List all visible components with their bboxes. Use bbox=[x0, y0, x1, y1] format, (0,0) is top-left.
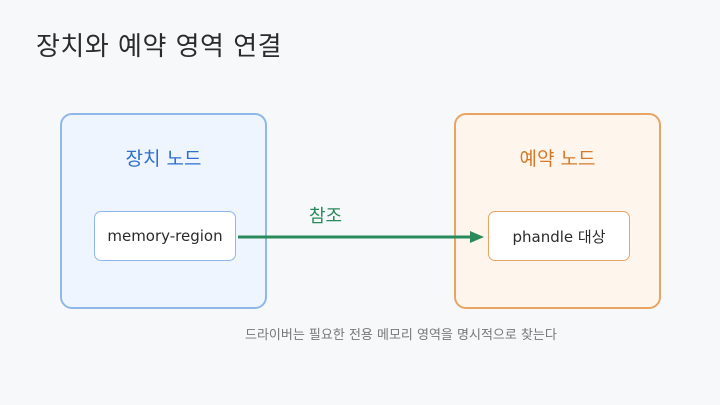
device-node-heading: 장치 노드 bbox=[125, 148, 202, 170]
reference-arrow-head bbox=[470, 231, 484, 243]
reference-label: 참조 bbox=[309, 206, 343, 227]
caption: 드라이버는 필요한 전용 메모리 영역을 명시적으로 찾는다 bbox=[245, 328, 557, 343]
device-node-panel: 장치 노드 memory-region bbox=[60, 113, 267, 309]
memory-region-node: memory-region bbox=[94, 211, 236, 261]
reserved-node-panel: 예약 노드 phandle 대상 bbox=[454, 113, 661, 309]
reserved-node-heading: 예약 노드 bbox=[519, 148, 596, 170]
phandle-target-node: phandle 대상 bbox=[488, 211, 630, 261]
page-title: 장치와 예약 영역 연결 bbox=[36, 32, 283, 62]
